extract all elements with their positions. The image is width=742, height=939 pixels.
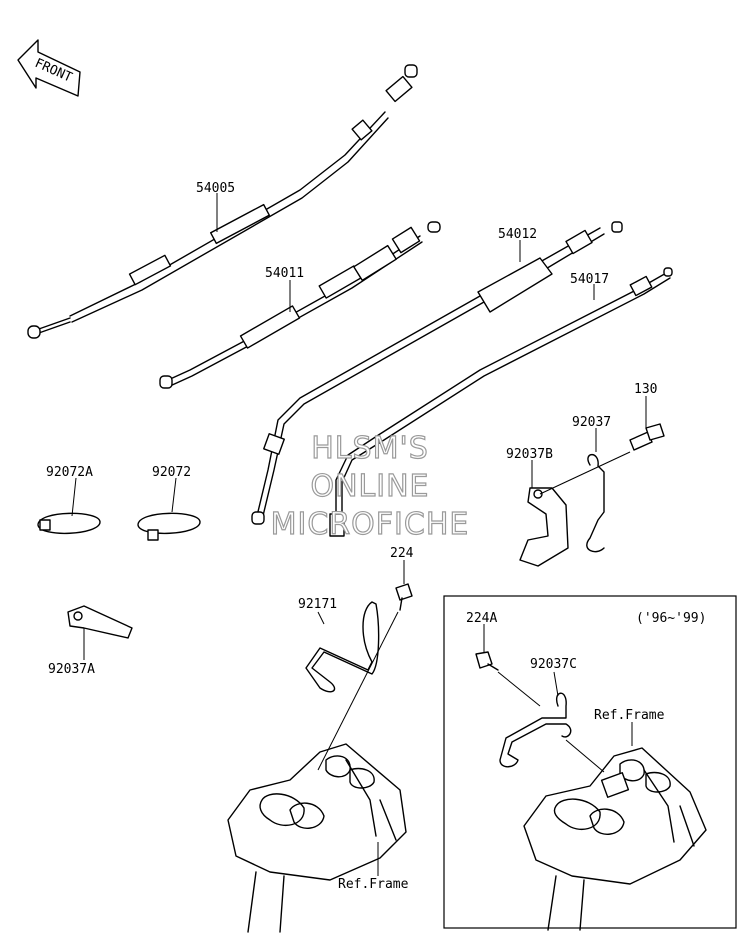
watermark-line-3: MICROFICHE: [271, 507, 470, 542]
front-arrow-icon: FRONT: [17, 39, 81, 97]
clip-92037: [586, 453, 605, 553]
part-label-224A: 224A: [466, 611, 497, 626]
inset-box: [443, 595, 737, 929]
part-label-92037C: 92037C: [530, 657, 577, 672]
part-label-92037B: 92037B: [506, 447, 553, 462]
bolt-224: [395, 583, 413, 611]
part-label-54005: 54005: [196, 181, 235, 196]
watermark-line-2: ONLINE: [310, 469, 429, 504]
inset-years-label: ('96~'99): [636, 611, 706, 626]
ref-frame-label-main: Ref.Frame: [338, 877, 409, 892]
clip-92171: [305, 601, 380, 693]
part-label-54011: 54011: [265, 266, 304, 281]
bolt-130: [629, 423, 665, 451]
part-label-130: 130: [634, 382, 657, 397]
part-label-92072A: 92072A: [46, 465, 93, 480]
part-label-92171: 92171: [298, 597, 337, 612]
frame-inset: [523, 747, 707, 931]
part-label-92072: 92072: [152, 465, 191, 480]
part-label-92037: 92037: [572, 415, 611, 430]
band-92072: [137, 512, 201, 541]
clamp-92037B: [519, 487, 569, 567]
band-92072A: [37, 512, 101, 535]
cable-54017: [329, 267, 673, 537]
ref-frame-label-inset: Ref.Frame: [594, 708, 665, 723]
plate-92037A: [67, 605, 133, 639]
cable-54011: [159, 221, 441, 389]
part-label-92037A: 92037A: [48, 662, 95, 677]
bolt-224A: [475, 651, 499, 671]
leader-lines: [71, 193, 647, 876]
cable-54012: [251, 221, 623, 525]
part-label-224: 224: [390, 546, 414, 561]
cable-54005: [27, 64, 418, 339]
part-label-54012: 54012: [498, 227, 537, 242]
watermark-line-1: HLSM'S: [311, 431, 429, 466]
frame-main: [227, 743, 407, 933]
clip-92037C: [499, 692, 572, 768]
watermark: HLSM'S ONLINE MICROFICHE: [270, 430, 470, 542]
part-label-54017: 54017: [570, 272, 609, 287]
